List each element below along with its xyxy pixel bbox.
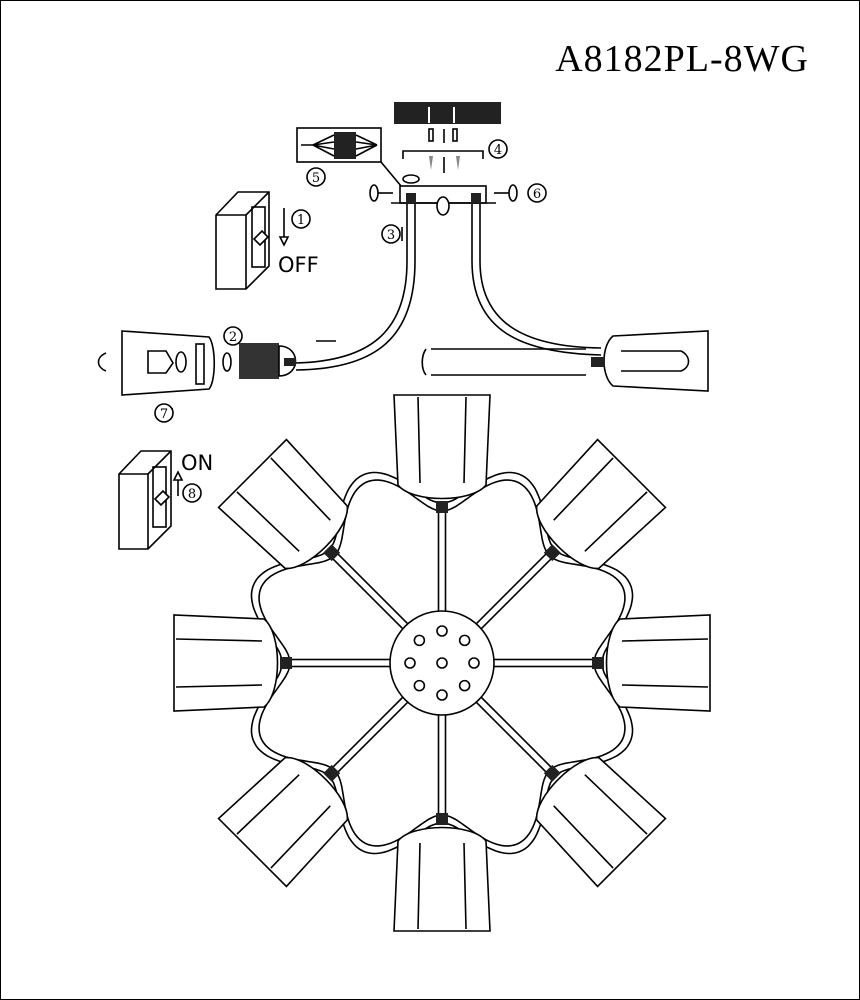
- lamp-shade: [535, 438, 667, 570]
- model-number: A8182PL-8WG: [555, 38, 809, 80]
- arm-1: [393, 394, 491, 624]
- step-number: 5: [312, 171, 320, 186]
- arm-7: [173, 614, 403, 712]
- socket-assembly: [97, 330, 297, 410]
- step-7-marker: 7: [154, 403, 174, 423]
- shade-mount: [323, 764, 341, 782]
- shade-mount: [592, 657, 604, 669]
- switch-on-label: ON: [181, 451, 214, 475]
- step-2-marker: 2: [223, 326, 243, 346]
- ceiling-block: [394, 102, 501, 173]
- hub-hole: [468, 657, 480, 669]
- step-1-marker: 1: [291, 209, 311, 229]
- step-number: 4: [494, 143, 502, 158]
- lamp-shade: [535, 756, 667, 888]
- lamp-shade: [393, 394, 491, 500]
- arm-2: [466, 438, 667, 639]
- arm-left: [295, 204, 416, 371]
- hub-hole: [458, 679, 471, 692]
- step-6-marker: 6: [527, 183, 547, 203]
- step-number: 8: [188, 487, 196, 502]
- arm-5: [393, 702, 491, 932]
- hub-hole: [404, 657, 416, 669]
- step-number: 2: [229, 330, 237, 345]
- lamp-shade: [217, 756, 349, 888]
- shade-mount: [543, 544, 561, 562]
- switch-off-icon: [215, 191, 290, 290]
- step-number: 3: [387, 228, 395, 243]
- lamp-shade: [605, 614, 711, 712]
- shade-mount: [436, 813, 448, 825]
- arm-4: [466, 687, 667, 888]
- step-3-marker: 3: [381, 224, 401, 244]
- arm-6: [217, 687, 418, 888]
- step-number: 1: [297, 213, 305, 228]
- lamp-shade: [173, 614, 279, 712]
- switch-off-label: OFF: [278, 253, 319, 277]
- step-4-marker: 4: [488, 139, 508, 159]
- shade-mount: [280, 657, 292, 669]
- shade-mount: [543, 764, 561, 782]
- step-8-marker: 8: [182, 483, 202, 503]
- arm-right: [471, 204, 602, 356]
- step-number: 6: [533, 187, 541, 202]
- hub-hole: [458, 634, 471, 647]
- hub-hole: [413, 679, 426, 692]
- switch-on-icon: [118, 450, 184, 550]
- canopy-plate: [369, 174, 518, 216]
- step-5-marker: 5: [306, 167, 326, 187]
- lamp-shade: [217, 438, 349, 570]
- hub-hole: [436, 625, 448, 637]
- hub-hole: [436, 689, 448, 701]
- shade-mount: [323, 544, 341, 562]
- lamp-shade: [393, 826, 491, 932]
- wire-connector-inset: [296, 127, 402, 187]
- hub-hole: [413, 634, 426, 647]
- arm-3: [481, 614, 711, 712]
- chandelier-top-view: [173, 394, 711, 932]
- arm-8: [217, 438, 418, 639]
- step-number: 7: [160, 407, 168, 422]
- shade-right: [591, 330, 709, 392]
- shade-mount: [436, 501, 448, 513]
